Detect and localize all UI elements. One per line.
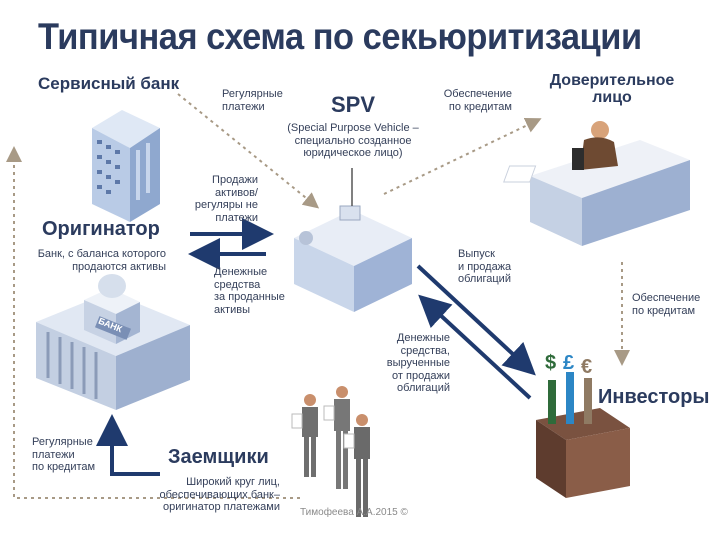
spv-description: (Special Purpose Vehicle – специально со… [286,122,420,160]
flow-label-asset-sales: Продажи активов/ регуляры не платежи [168,174,258,224]
arrow-borrowers-to-originator [96,414,160,476]
flow-label-line: по кредитам [32,461,96,473]
flow-label-regular-payments: Регулярные платежи [222,88,283,113]
trustee-label-line: лицо [592,89,632,106]
flow-label-collateral-top: Обеспечение по кредитам [428,88,512,113]
flow-label-cash-for-assets: Денежные средства за проданные активы [214,266,285,316]
arrow-investors-to-spv [418,294,532,400]
flow-label-line: и продажа [458,260,512,273]
flow-label-line: средства [214,278,261,291]
flow-label-line: по кредитам [448,100,512,113]
originator-desc-line: продаются активы [72,260,166,273]
borrowers-desc-line: Широкий круг лиц, [186,476,280,488]
flow-label-line: Выпуск [458,248,495,260]
flow-label-loan-payments: Регулярные платежи по кредитам [32,436,95,474]
borrowers-label: Заемщики [168,446,269,468]
servicer-bank-label: Сервисный банк [38,74,180,93]
trustee-desk-icon [503,121,690,246]
trustee-label: Доверительное лицо [544,72,680,106]
dotted-loop-borrowers-to-servicer [6,146,300,499]
originator-bank-icon [36,274,190,410]
dotted-arrow-spv-to-trustee [383,117,542,195]
spv-desc-line: специально созданное [294,134,412,147]
flow-label-line: платежи [32,448,75,461]
flow-label-line: Обеспечение [443,88,512,100]
borrowers-people-icon [291,386,370,517]
flow-label-line: облигаций [397,382,450,394]
servicer-building-icon [92,110,160,222]
originator-label: Оригинатор [42,218,160,240]
borrowers-description: Широкий круг лиц, обеспечивающих банк– о… [154,476,280,514]
footer-credit: Тимофеева А.А.2015 © [300,507,408,518]
dollar-symbol: $ [545,352,557,374]
flow-label-bond-proceeds: Денежные средства, вырученные от продажи… [368,332,450,395]
flow-label-line: по кредитам [632,304,696,317]
flow-label-line: облигаций [458,273,511,285]
flow-label-line: Денежные [396,332,450,344]
borrowers-desc-line: обеспечивающих банк– [159,488,280,501]
flow-label-bond-issue: Выпуск и продажа облигаций [458,248,511,286]
flow-label-line: Регулярные [32,436,93,448]
flow-label-line: платежи [215,211,258,224]
flow-label-collateral-right: Обеспечение по кредитам [632,292,700,317]
trustee-label-line: Доверительное [549,72,675,89]
flow-label-line: Денежные [214,266,268,278]
originator-desc-line: Банк, с баланса которого [37,248,166,260]
flow-label-line: вырученные [386,357,450,369]
flow-label-line: за проданные [214,291,285,303]
spv-desc-line: юридическое лицо) [303,147,403,159]
flow-label-line: платежи [222,100,265,113]
flow-label-line: активов/ [215,186,258,199]
arrow-spv-to-investors [416,264,536,376]
pound-symbol: £ [563,352,575,374]
euro-symbol: € [581,356,593,378]
flow-label-line: от продажи [392,369,450,382]
flow-label-line: активы [214,303,250,316]
investors-briefcase-icon [536,372,630,498]
flow-label-line: Продажи [212,174,258,186]
spv-label: SPV [330,92,376,117]
originator-description: Банк, с баланса которого продаются актив… [34,248,166,273]
dotted-arrow-servicer-to-spv [177,93,320,209]
page-title: Типичная схема по секьюритизации [38,16,642,57]
flow-label-line: средства, [400,344,450,357]
spv-building-icon [294,168,412,312]
flow-label-line: Обеспечение [632,292,701,304]
borrowers-desc-line: оригинатор платежами [162,501,280,513]
investors-label: Инвесторы [598,386,710,408]
spv-desc-line: (Special Purpose Vehicle – [287,122,419,134]
flow-label-line: Регулярные [222,88,283,100]
flow-label-line: регуляры не [194,199,258,211]
